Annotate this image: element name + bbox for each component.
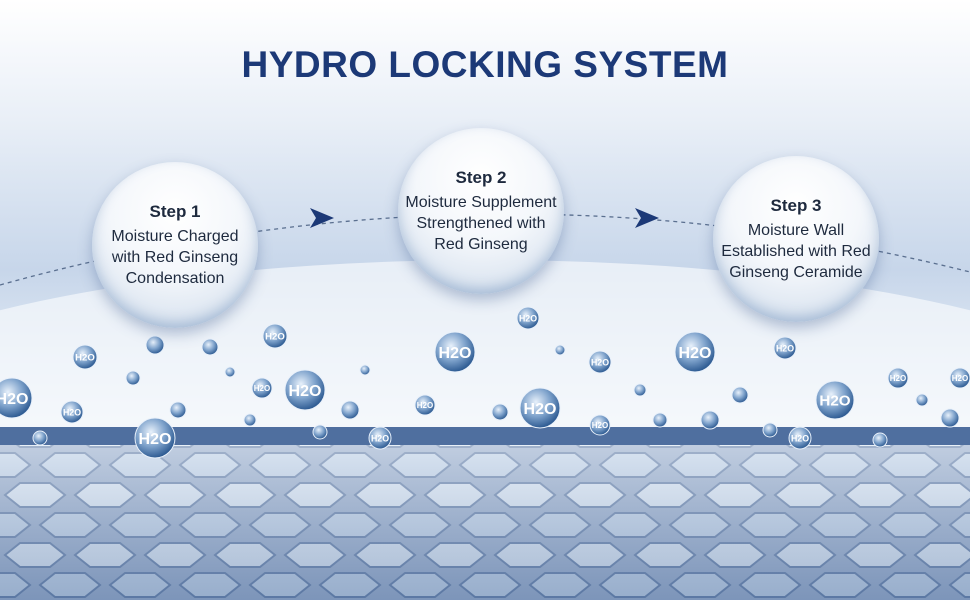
step-label: Step 1 bbox=[149, 201, 201, 221]
water-bubble bbox=[815, 380, 855, 420]
water-bubble bbox=[872, 432, 888, 448]
water-bubble bbox=[519, 387, 561, 429]
step-description: Moisture Charged with Red Ginseng Conden… bbox=[111, 227, 239, 287]
water-bubble bbox=[312, 424, 328, 440]
h2o-label: H2O bbox=[254, 384, 270, 393]
water-bubble bbox=[134, 417, 176, 459]
h2o-label: H2O bbox=[679, 345, 712, 362]
water-bubble bbox=[32, 430, 48, 446]
water-bubble bbox=[762, 422, 778, 438]
h2o-label: H2O bbox=[439, 345, 472, 362]
step-label: Step 3 bbox=[770, 195, 822, 215]
water-bubble bbox=[251, 377, 273, 399]
water-bubble bbox=[224, 366, 236, 378]
water-bubble bbox=[359, 364, 371, 376]
step-3-bubble: Step 3 Moisture Wall Established with Re… bbox=[713, 156, 879, 322]
water-bubble bbox=[674, 331, 716, 373]
water-bubble bbox=[414, 394, 436, 416]
h2o-label: H2O bbox=[791, 433, 809, 443]
water-bubble bbox=[262, 323, 288, 349]
h2o-label: H2O bbox=[0, 391, 28, 408]
h2o-label: H2O bbox=[592, 421, 608, 430]
water-bubble bbox=[434, 331, 476, 373]
water-bubble bbox=[915, 393, 929, 407]
water-bubble bbox=[145, 335, 165, 355]
water-bubble bbox=[169, 401, 187, 419]
water-bubble bbox=[201, 338, 219, 356]
water-bubble bbox=[491, 403, 509, 421]
water-bubble bbox=[516, 306, 540, 330]
water-bubble bbox=[60, 400, 84, 424]
h2o-label: H2O bbox=[591, 357, 609, 367]
water-bubble bbox=[340, 400, 360, 420]
h2o-label: H2O bbox=[75, 353, 95, 364]
h2o-label: H2O bbox=[417, 401, 433, 410]
water-bubble bbox=[0, 377, 33, 419]
water-bubble bbox=[887, 367, 909, 389]
water-bubble bbox=[72, 344, 98, 370]
h2o-label: H2O bbox=[63, 407, 81, 417]
step-description: Moisture Supplement Strengthened with Re… bbox=[405, 193, 557, 253]
h2o-label: H2O bbox=[139, 431, 172, 448]
water-bubble bbox=[125, 370, 141, 386]
water-bubble bbox=[589, 414, 611, 436]
water-bubble bbox=[788, 426, 812, 450]
step-description: Moisture Wall Established with Red Ginse… bbox=[721, 221, 871, 281]
h2o-label: H2O bbox=[371, 433, 389, 443]
h2o-label: H2O bbox=[519, 313, 537, 323]
h2o-label: H2O bbox=[776, 343, 794, 353]
h2o-label: H2O bbox=[890, 374, 906, 383]
page-title: HYDRO LOCKING SYSTEM bbox=[241, 44, 729, 85]
water-bubble bbox=[243, 413, 257, 427]
water-bubble bbox=[633, 383, 647, 397]
h2o-label: H2O bbox=[952, 374, 968, 383]
water-bubble bbox=[588, 350, 612, 374]
h2o-label: H2O bbox=[265, 332, 285, 343]
step-label: Step 2 bbox=[455, 167, 507, 187]
step-1-bubble: Step 1 Moisture Charged with Red Ginseng… bbox=[92, 162, 258, 328]
h2o-label: H2O bbox=[524, 401, 557, 418]
water-bubble bbox=[284, 369, 326, 411]
arrow-icon bbox=[310, 208, 334, 228]
water-bubble bbox=[949, 367, 970, 389]
water-bubble bbox=[773, 336, 797, 360]
water-bubble bbox=[700, 410, 720, 430]
arrow-icon bbox=[635, 208, 659, 228]
water-bubble bbox=[554, 344, 566, 356]
water-bubble bbox=[731, 386, 749, 404]
h2o-label: H2O bbox=[819, 393, 850, 410]
skin-barrier-band bbox=[0, 427, 970, 445]
step-2-bubble: Step 2 Moisture Supplement Strengthened … bbox=[398, 128, 564, 294]
water-bubble bbox=[940, 408, 960, 428]
water-bubble bbox=[652, 412, 668, 428]
h2o-label: H2O bbox=[289, 383, 322, 400]
water-bubble bbox=[368, 426, 392, 450]
